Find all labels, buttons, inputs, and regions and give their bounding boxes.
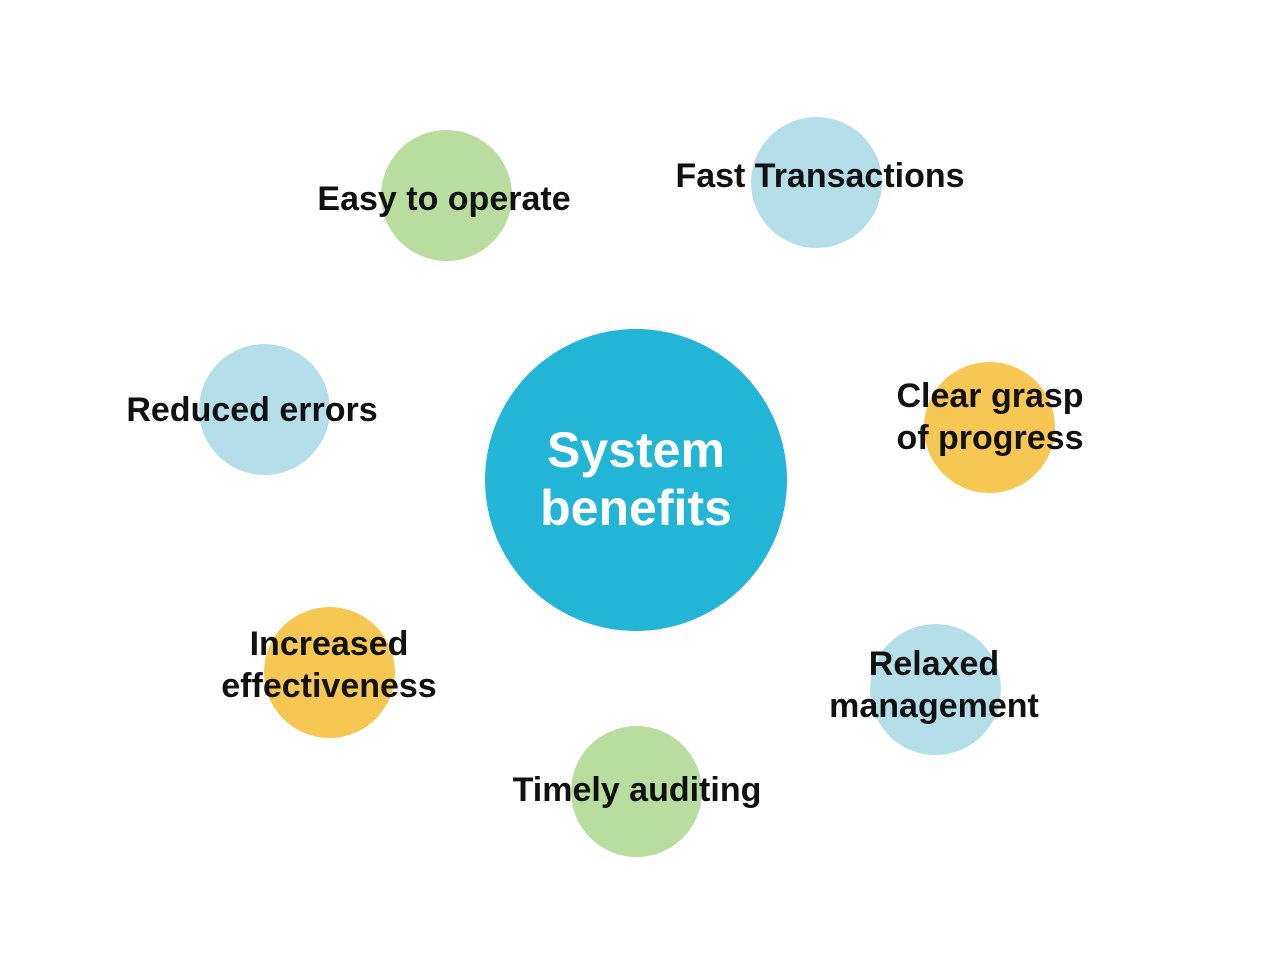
- benefit-label-fast-transactions: Fast Transactions: [675, 157, 965, 195]
- benefit-circle-reduced-errors: [199, 344, 330, 475]
- benefit-label-timely-auditing: Timely auditing: [512, 771, 762, 809]
- benefit-circle-clear-grasp-of-progress: [924, 362, 1055, 493]
- center-circle: System benefits: [485, 329, 787, 631]
- benefit-circle-fast-transactions: [751, 117, 882, 248]
- benefit-label-easy-to-operate: Easy to operate: [317, 180, 571, 218]
- center-label: System benefits: [540, 422, 732, 536]
- benefit-circle-relaxed-management: [870, 624, 1001, 755]
- benefit-circle-easy-to-operate: [381, 130, 512, 261]
- benefit-label-reduced-errors: Reduced errors: [126, 391, 378, 429]
- benefit-circle-timely-auditing: [571, 726, 702, 857]
- benefit-label-clear-grasp-of-progress: Clear grasp of progress: [896, 377, 1084, 457]
- benefit-label-relaxed-management: Relaxed management: [829, 645, 1039, 725]
- benefit-circle-increased-effectiveness: [264, 607, 395, 738]
- benefit-label-increased-effectiveness: Increased effectiveness: [221, 625, 437, 705]
